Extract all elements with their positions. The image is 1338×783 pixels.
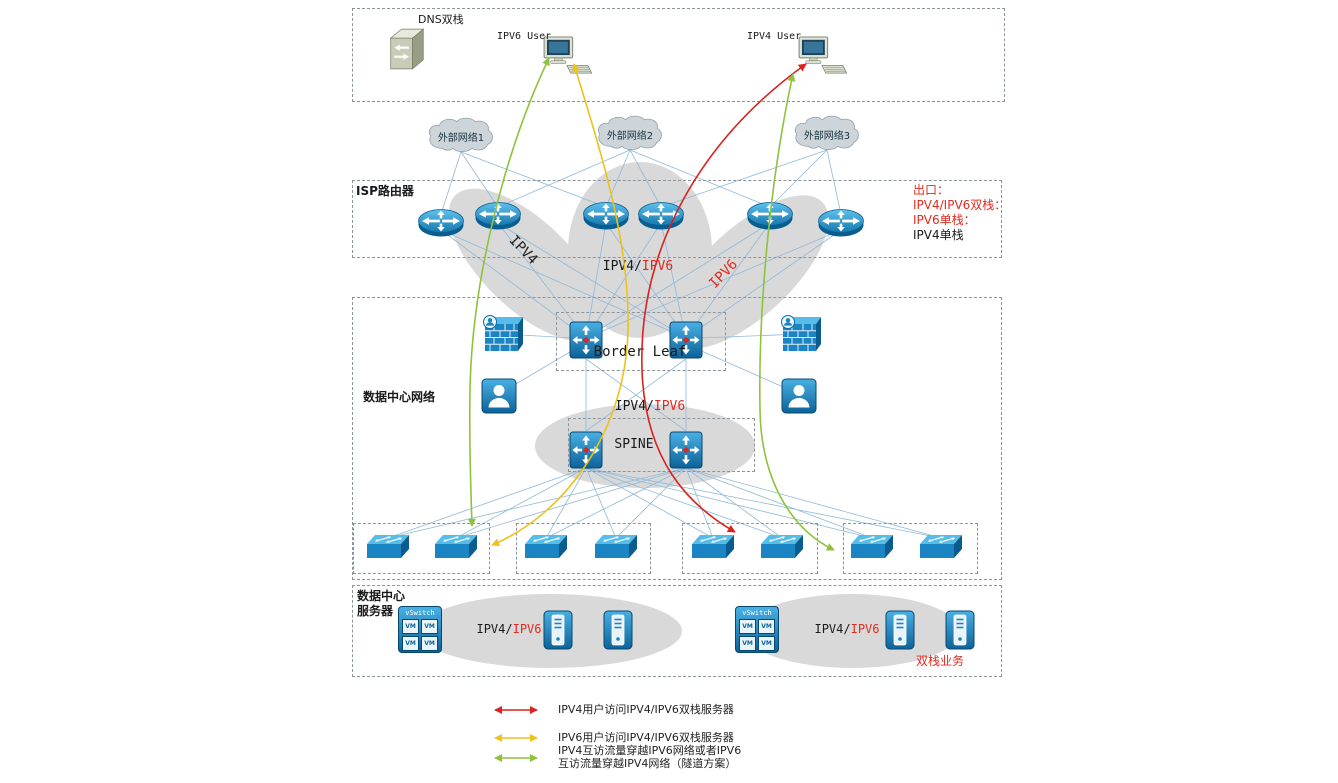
isp-router-6-icon [817,206,865,238]
core-ipv4-ipv6-label: IPV4/IPV6 [585,399,715,415]
leaf-switch-8-icon [917,532,965,562]
vm-grid: VM VM VM VM [402,619,438,651]
ipv4-user-label: IPV4 User [747,31,802,42]
vswitch-2-label: vSwitch [742,609,772,617]
external-network-1-cloud: 外部网络1 [424,112,498,160]
blob-label-ipv4-part: IPV4/ [602,259,642,274]
legend-green-text-line2: 互访流量穿越IPV4网络（隧道方案） [558,757,737,770]
blob-label-ipv4-ipv6: IPV4/IPV6 [583,259,693,275]
server-zone-title: 数据中心 服务器 [357,589,405,619]
blob-label-ipv6-part: IPV6 [641,259,674,274]
external-network-3-cloud: 外部网络3 [790,110,864,158]
border-leaf-label: Border Leaf [593,344,687,360]
external-network-2-label: 外部网络2 [606,131,654,142]
vswitch-2-icon: vSwitch VM VM VM VM [735,606,779,653]
vm-grid: VM VM VM VM [739,619,775,651]
vm-chip: VM [421,636,438,651]
exit-legend-line-2: IPV4/IPV6双栈： [913,198,1007,212]
exit-legend-line-1: 出口： [913,183,950,197]
leaf-switch-6-icon [758,532,806,562]
legend-green-text-line1: IPV4互访流量穿越IPV6网络或者IPV6 [558,744,742,757]
exit-legend: 出口： IPV4/IPV6双栈： IPV6单栈： IPV4单栈 [913,183,1006,243]
isp-router-4-icon [637,199,685,231]
firewall-2-icon [779,313,825,355]
server-zone-title-line1: 数据中心 [357,589,406,603]
vm-chip: VM [421,619,438,634]
core-label-ipv6-part: IPV6 [653,399,686,414]
server-group-2-ipv4-part: IPV4/ [814,622,851,636]
ipv4-user-computer-icon [795,36,847,76]
dns-server-icon [388,26,426,72]
isp-zone-title: ISP路由器 [356,184,414,198]
legend-red-text: IPV4用户访问IPV4/IPV6双栈服务器 [558,703,734,716]
vm-chip: VM [758,619,775,634]
dns-label: DNS双栈 [418,13,464,26]
firewall-1-icon [481,313,527,355]
server-2-icon [603,610,633,650]
legend-yellow-text: IPV6用户访问IPV4/IPV6双栈服务器 [558,731,734,744]
server-group-2-ipv6-part: IPV6 [850,622,880,636]
dual-stack-label: 双栈业务 [916,654,965,668]
server-3-icon [885,610,915,650]
server-group-1-ipv4-part: IPV4/ [476,622,513,636]
server-group-2-label: IPV4/IPV6 [808,622,886,636]
vm-chip: VM [758,636,775,651]
legend-yellow-arrow [487,733,545,743]
leaf-switch-1-icon [364,532,412,562]
datacenter-zone-title: 数据中心网络 [363,390,436,404]
server-group-1-ipv6-part: IPV6 [512,622,542,636]
leaf-switch-2-icon [432,532,480,562]
vm-chip: VM [402,636,419,651]
exit-legend-line-3: IPV6单栈： [913,213,976,227]
external-network-2-cloud: 外部网络2 [593,110,667,158]
vm-chip: VM [739,636,756,651]
leaf-switch-3-icon [522,532,570,562]
legend-green-text: IPV4互访流量穿越IPV6网络或者IPV6 互访流量穿越IPV4网络（隧道方案… [558,744,741,770]
leaf-switch-5-icon [689,532,737,562]
legend-green-arrow [487,753,545,763]
load-balancer-1-icon [481,378,517,414]
vswitch-1-label: vSwitch [405,609,435,617]
vm-chip: VM [739,619,756,634]
external-network-1-label: 外部网络1 [437,133,485,144]
isp-router-5-icon [746,199,794,231]
server-group-1-label: IPV4/IPV6 [470,622,548,636]
load-balancer-2-icon [781,378,817,414]
isp-router-2-icon [474,199,522,231]
spine-switch-2-icon [669,431,703,469]
external-network-3-label: 外部网络3 [803,131,851,142]
legend-red-arrow [487,705,545,715]
spine-label: SPINE [614,437,654,452]
blob-label-ipv6: IPV6 [706,256,742,292]
vm-chip: VM [402,619,419,634]
server-4-icon [945,610,975,650]
leaf-switch-7-icon [848,532,896,562]
ipv6-user-label: IPV6 User [497,31,552,42]
isp-router-3-icon [582,199,630,231]
core-label-ipv4-part: IPV4/ [614,399,654,414]
isp-router-1-icon [417,206,465,238]
server-zone-box [352,585,1002,677]
leaf-switch-4-icon [592,532,640,562]
server-zone-title-line2: 服务器 [357,604,394,618]
exit-legend-line-4: IPV4单栈 [913,228,964,242]
